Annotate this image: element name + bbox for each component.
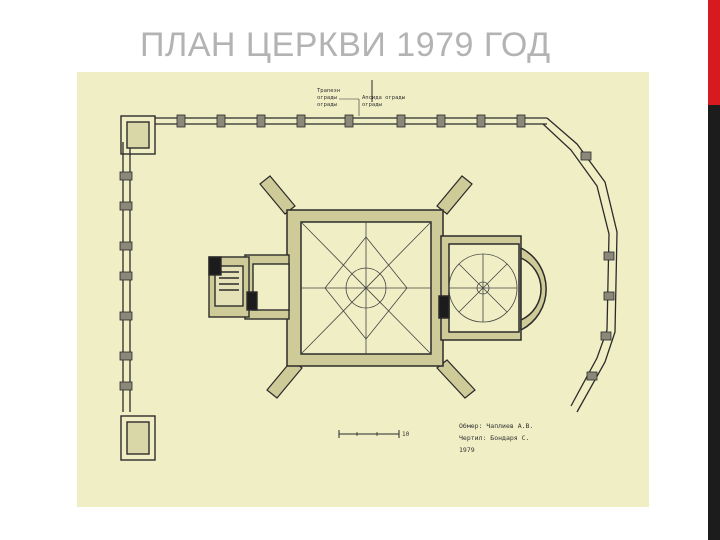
top-label-right-2: ограды — [362, 102, 383, 108]
top-label-left-2: ограды — [317, 95, 338, 101]
scale-bar: 10 — [338, 430, 410, 438]
credits-block: Обмер: Чаплиев А.В. Чертил: Бондаря С. 1… — [459, 422, 533, 454]
gate-towers — [120, 115, 156, 461]
narthex — [208, 254, 290, 320]
top-annotation: Трапезн ограды ограды Апсида ограды огра… — [317, 80, 406, 116]
accent-bar — [708, 0, 720, 105]
dark-side-bar — [708, 105, 720, 540]
altar-vault — [448, 253, 518, 323]
slide-title: ПЛАН ЦЕРКВИ 1979 ГОД — [140, 26, 551, 64]
credit-measured: Обмер: Чаплиев А.В. — [459, 422, 533, 430]
nave-vault — [300, 221, 432, 355]
top-label-left-3: ограды — [317, 102, 338, 108]
apse — [520, 247, 547, 331]
fence-posts — [119, 114, 615, 391]
top-label-right-1: Апсида ограды — [362, 95, 406, 101]
scale-end-label: 10 — [402, 431, 410, 438]
credit-drawn: Чертил: Бондаря С. — [459, 434, 529, 442]
top-label-left-1: Трапезн — [317, 88, 340, 94]
church-plan-drawing: Трапезн ограды ограды Апсида ограды огра… — [77, 72, 649, 507]
buttresses — [259, 175, 476, 399]
credit-year: 1979 — [459, 446, 475, 454]
